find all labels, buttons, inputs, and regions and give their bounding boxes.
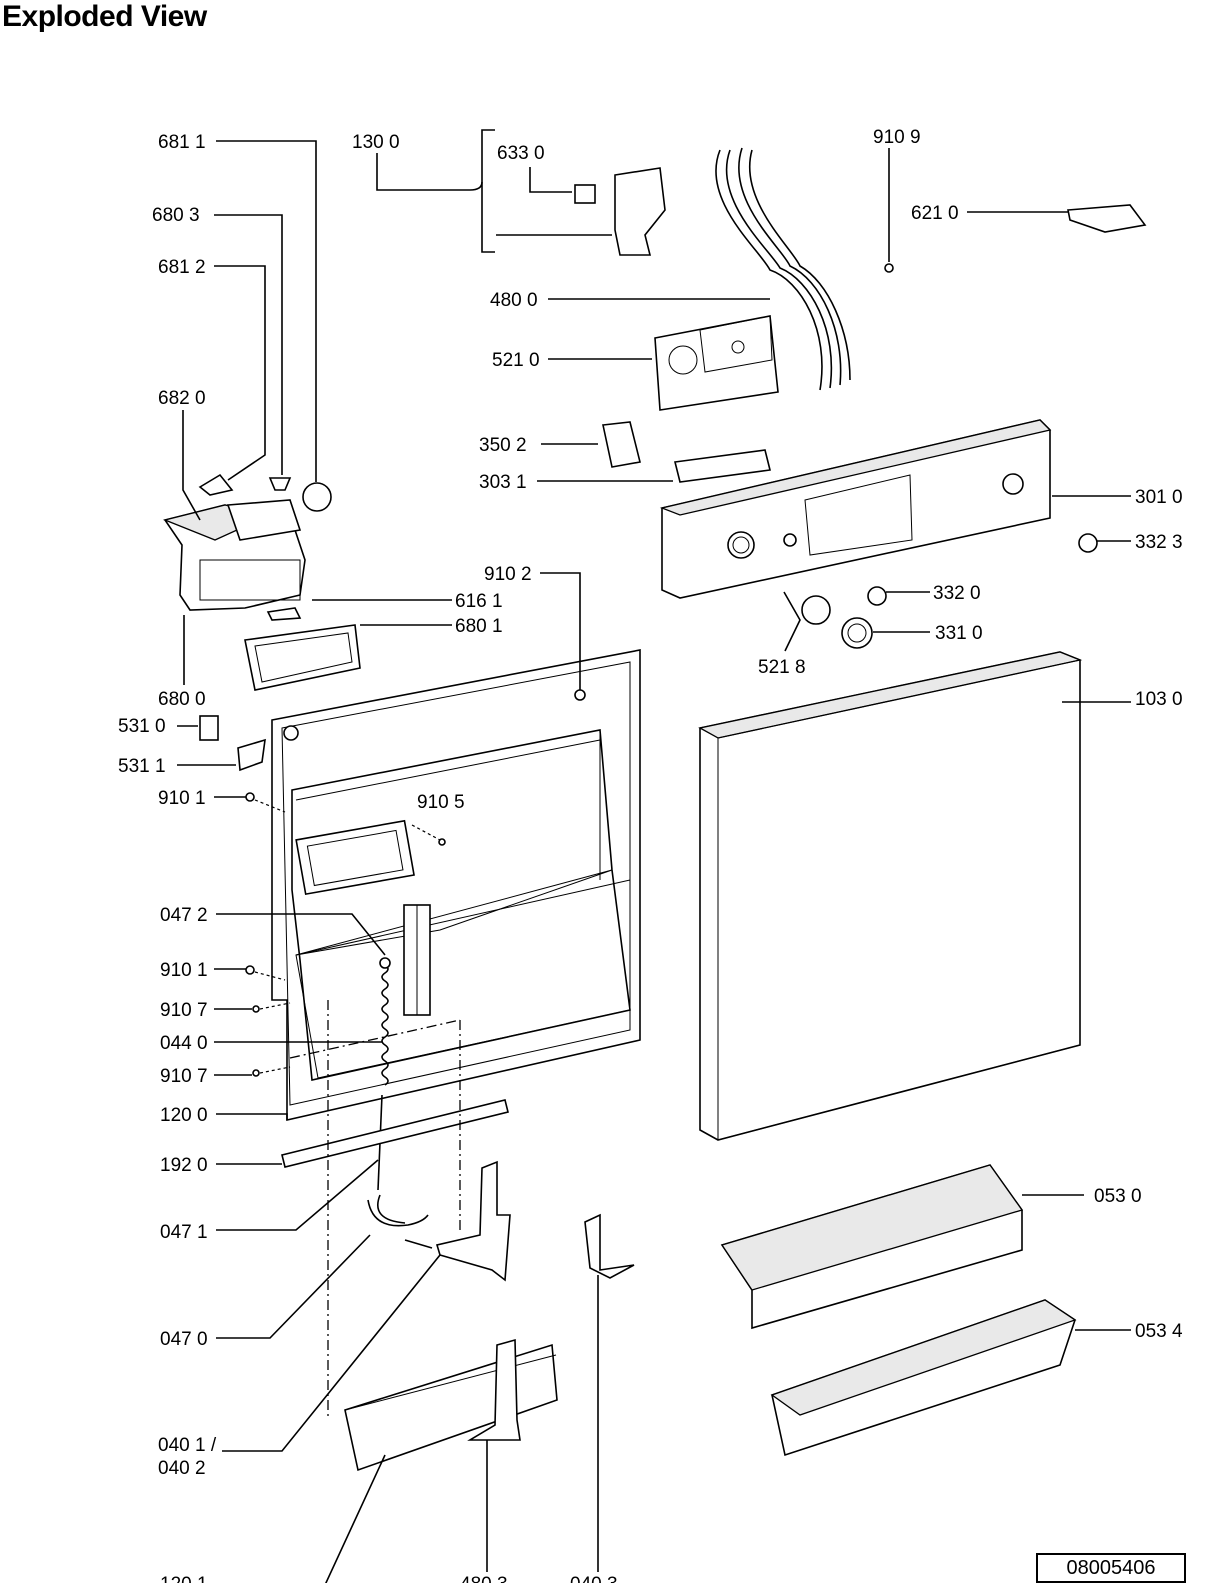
label-910-7b: 910 7 [160,1066,208,1087]
label-521-8: 521 8 [758,657,806,678]
bracket-040-3 [584,1213,635,1279]
label-616-1: 616 1 [455,591,503,612]
bracket-480-3 [467,1338,521,1441]
label-531-0: 531 0 [118,716,166,737]
plinth-053-0 [720,1164,1024,1330]
label-130-0: 130 0 [352,132,400,153]
knob-521-8 [801,595,831,625]
screw-910-7b [252,1069,260,1077]
label-910-5: 910 5 [417,792,465,813]
button-strip-303 [674,449,771,483]
clip-616-1 [266,607,302,621]
label-681-2: 681 2 [158,257,206,278]
part-531-0 [199,715,219,741]
knob-332-0 [867,586,887,606]
part-531-1 [237,738,266,772]
label-040-1: 040 1 / [158,1435,217,1456]
inner-door-panel [271,649,641,1122]
label-040-3: 040 3 [570,1574,618,1583]
leader-lines [177,129,1131,1583]
screw-910-7a [252,1005,260,1013]
rail-192 [281,1099,509,1168]
label-910-9: 910 9 [873,127,921,148]
label-331-0: 331 0 [935,623,983,644]
document-number: 08005406 [1036,1553,1186,1583]
screw-910-1b [245,965,255,975]
label-040-2: 040 2 [158,1458,206,1479]
control-board [654,315,779,411]
screw-910-9 [884,263,894,273]
label-521-0: 521 0 [492,350,540,371]
wiring-harness [715,147,851,391]
label-053-4: 053 4 [1135,1321,1183,1342]
switch-350 [602,421,641,468]
control-panel [659,419,1052,599]
connector-621 [1067,204,1147,233]
label-633-0: 633 0 [497,143,545,164]
label-044-0: 044 0 [160,1033,208,1054]
label-680-1: 680 1 [455,616,503,637]
label-681-1: 681 1 [158,132,206,153]
label-682-0: 682 0 [158,388,206,409]
label-120-1: 120 1 [160,1574,208,1583]
toe-kick [344,1343,558,1472]
screw-910-1a [245,792,255,802]
label-047-0: 047 0 [160,1329,208,1350]
screw-910-5 [438,838,446,846]
label-332-3: 332 3 [1135,532,1183,553]
plinth-053-4 [770,1299,1077,1457]
part-labels: 681 1 680 3 681 2 682 0 130 0 633 0 910 … [118,127,1183,1583]
knob-331-0 [841,617,873,649]
outer-door-panel [698,651,1083,1141]
label-680-3: 680 3 [152,205,200,226]
label-192-0: 192 0 [160,1155,208,1176]
label-350-2: 350 2 [479,435,527,456]
page-title: Exploded View [2,0,207,33]
label-531-1: 531 1 [118,756,166,777]
label-910-7a: 910 7 [160,1000,208,1021]
label-103-0: 103 0 [1135,689,1183,710]
label-053-0: 053 0 [1094,1186,1142,1207]
bracket-040-1 [435,1160,511,1282]
label-120-0: 120 0 [160,1105,208,1126]
label-680-0: 680 0 [158,689,206,710]
seal-680-1 [244,624,361,691]
label-047-1: 047 1 [160,1222,208,1243]
label-480-3: 480 3 [460,1574,508,1583]
label-303-1: 303 1 [479,472,527,493]
label-910-1a: 910 1 [158,788,206,809]
dispenser [162,473,332,611]
label-621-0: 621 0 [911,203,959,224]
label-332-0: 332 0 [933,583,981,604]
knob-332-3 [1078,533,1098,553]
label-480-0: 480 0 [490,290,538,311]
label-910-2: 910 2 [484,564,532,585]
label-301-0: 301 0 [1135,487,1183,508]
label-047-2: 047 2 [160,905,208,926]
hinge-assembly [574,167,666,256]
label-910-1b: 910 1 [160,960,208,981]
